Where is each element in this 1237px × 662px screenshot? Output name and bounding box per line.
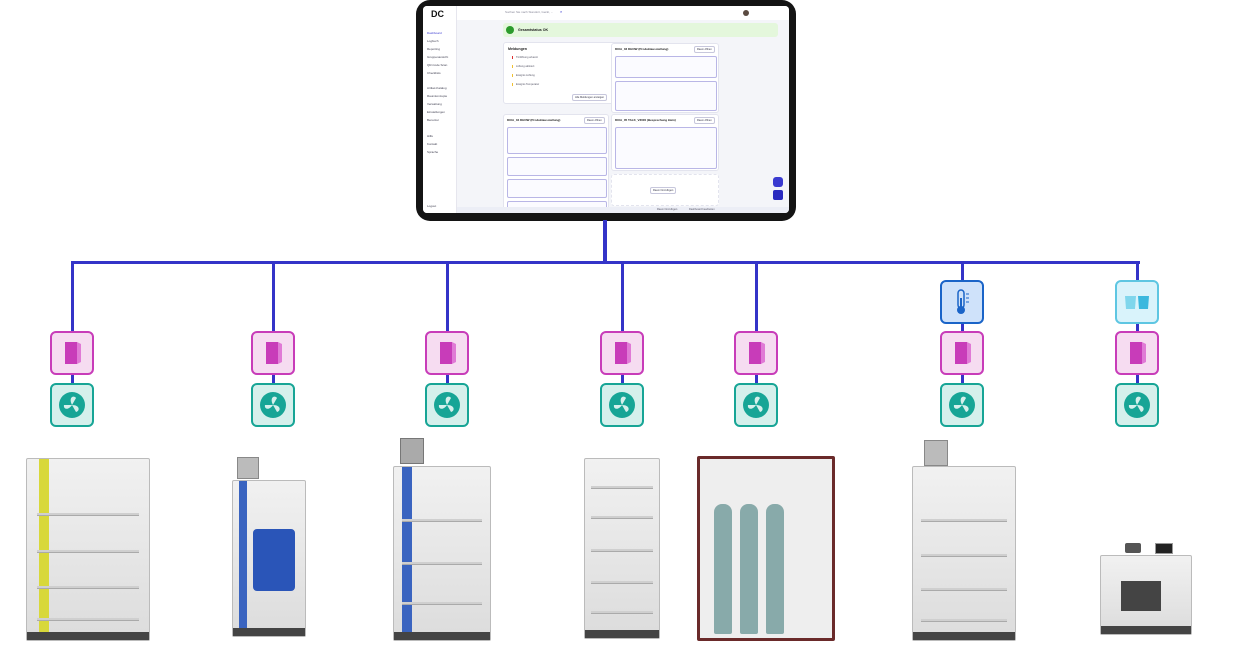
open-room-button[interactable]: Raum öffnen: [694, 46, 715, 53]
sidebar-item[interactable]: Raumkonzepte: [427, 94, 448, 98]
fan-icon: [251, 383, 295, 427]
fill-level-sensor: [1125, 543, 1141, 553]
sidebar-item[interactable]: Benutzer: [427, 118, 440, 122]
thermometer-icon: [940, 280, 984, 324]
door-icon: [940, 331, 984, 375]
sidebar-item[interactable]: Logout: [427, 204, 437, 208]
add-room-button[interactable]: Raum hinzufügen: [650, 187, 677, 194]
search-icon[interactable]: ⌕: [560, 9, 563, 14]
status-text: Gesamtstatus OK: [518, 28, 549, 32]
room-panel: DIXA_04 DHOW (Produktausstellung) Raum ö…: [503, 114, 609, 213]
open-room-button[interactable]: Raum öffnen: [694, 117, 715, 124]
add-room-card: Raum hinzufügen: [611, 174, 719, 206]
gas-cylinder-cabinet: [697, 456, 835, 641]
display-unit: [1155, 543, 1173, 554]
open-room-button[interactable]: Raum öffnen: [584, 117, 605, 124]
underbench-cabinet: [1100, 555, 1192, 635]
panel-title: DIXA_03 DHOW (Produktausstellung): [615, 47, 669, 51]
sidebar-item[interactable]: Dashboard: [427, 31, 442, 35]
qr-button[interactable]: [773, 190, 783, 200]
check-icon: [506, 26, 514, 34]
door-icon: [1115, 331, 1159, 375]
panel-title: DIXA_05 TALK_V3000 (Besprechung klein): [615, 118, 676, 122]
message-item[interactable]: Lüftung aktiviert: [512, 65, 534, 68]
sidebar-item[interactable]: Einstellungen: [427, 110, 446, 114]
fan-icon: [1115, 383, 1159, 427]
fill-level-icon: [1115, 280, 1159, 324]
show-all-button[interactable]: Alle Meldungen anzeigen: [572, 94, 608, 101]
top-bar: Suchen Sie nach Standort, Gerät, ... ⌕: [457, 6, 789, 20]
temperature-cabinet: [912, 466, 1016, 641]
ventilation-unit: [237, 457, 259, 479]
door-icon: [251, 331, 295, 375]
sidebar-item[interactable]: Reporting: [427, 47, 441, 51]
safety-cabinet-1: [26, 458, 150, 641]
ventilation-unit: [400, 438, 424, 464]
fan-icon: [734, 383, 778, 427]
sidebar-item[interactable]: Artikel-Katalog: [427, 86, 447, 90]
panel-title: DIXA_04 DHOW (Produktausstellung): [507, 118, 561, 122]
ventilation-unit: [924, 440, 948, 466]
sidebar-item[interactable]: Gruppenansicht: [427, 55, 449, 59]
sidebar-item[interactable]: Sprache: [427, 150, 439, 154]
network-bus: [71, 261, 1140, 264]
room-panel: DIXA_05 TALK_V3000 (Besprechung klein) R…: [611, 114, 719, 171]
footer-edit-dashboard[interactable]: Dashboard bearbeiten: [689, 208, 715, 211]
sidebar-item[interactable]: Verwaltung: [427, 102, 442, 106]
sidebar-item[interactable]: Hilfe: [427, 134, 434, 138]
footer-bar: Raum hinzufügen Dashboard bearbeiten: [457, 207, 789, 213]
drawer-cabinet: [584, 458, 660, 639]
network-trunk: [603, 220, 607, 264]
fan-icon: [600, 383, 644, 427]
fan-icon: [425, 383, 469, 427]
chat-button[interactable]: [773, 177, 783, 187]
sidebar-item[interactable]: Kontakt: [427, 142, 438, 146]
battery-cabinet: [393, 466, 491, 641]
sidebar-item[interactable]: QR-Code Scan: [427, 63, 448, 67]
status-banner: Gesamtstatus OK: [503, 23, 778, 37]
sidebar-item[interactable]: Checklists: [427, 71, 441, 75]
fan-icon: [940, 383, 984, 427]
door-icon: [425, 331, 469, 375]
message-item[interactable]: Ereignis Temperatur: [512, 83, 539, 86]
door-icon: [734, 331, 778, 375]
drum-cabinet: [232, 480, 306, 637]
fan-icon: [50, 383, 94, 427]
door-icon: [50, 331, 94, 375]
search-input[interactable]: Suchen Sie nach Standort, Gerät, ...: [505, 10, 554, 14]
message-item[interactable]: Ereignis Lüftung: [512, 74, 535, 77]
messages-title: Meldungen: [508, 47, 527, 51]
door-icon: [600, 331, 644, 375]
logo: DC: [431, 9, 444, 19]
message-item[interactable]: Türöffnung erkannt: [512, 56, 538, 59]
room-panel: DIXA_03 DHOW (Produktausstellung) Raum ö…: [611, 43, 719, 113]
avatar[interactable]: [743, 10, 749, 16]
sidebar-item[interactable]: Logbuch: [427, 39, 439, 43]
footer-add-room[interactable]: Raum hinzufügen: [657, 208, 678, 211]
